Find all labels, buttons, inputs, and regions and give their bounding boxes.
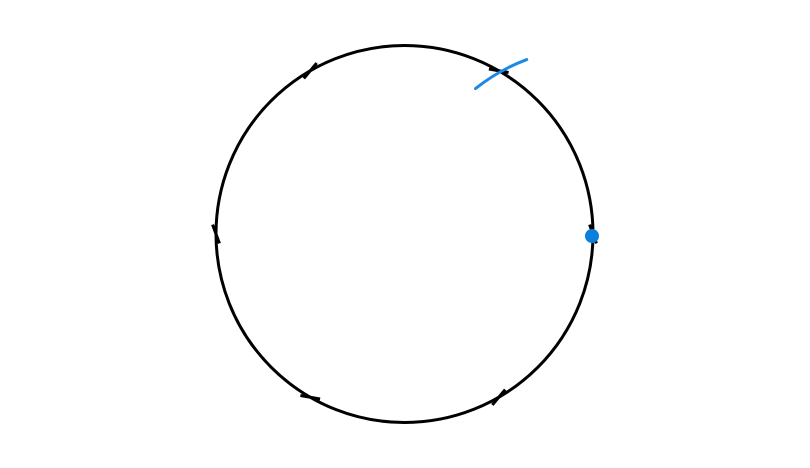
tick-mark: [302, 62, 318, 80]
main-circle: [214, 44, 595, 424]
tick-mark: [491, 388, 507, 406]
compass-arc: [474, 58, 529, 91]
tick-marks: [211, 62, 598, 406]
tick-mark: [211, 224, 221, 244]
tick-mark: [488, 67, 509, 74]
compass-point[interactable]: [585, 229, 599, 243]
tick-mark: [300, 394, 321, 401]
